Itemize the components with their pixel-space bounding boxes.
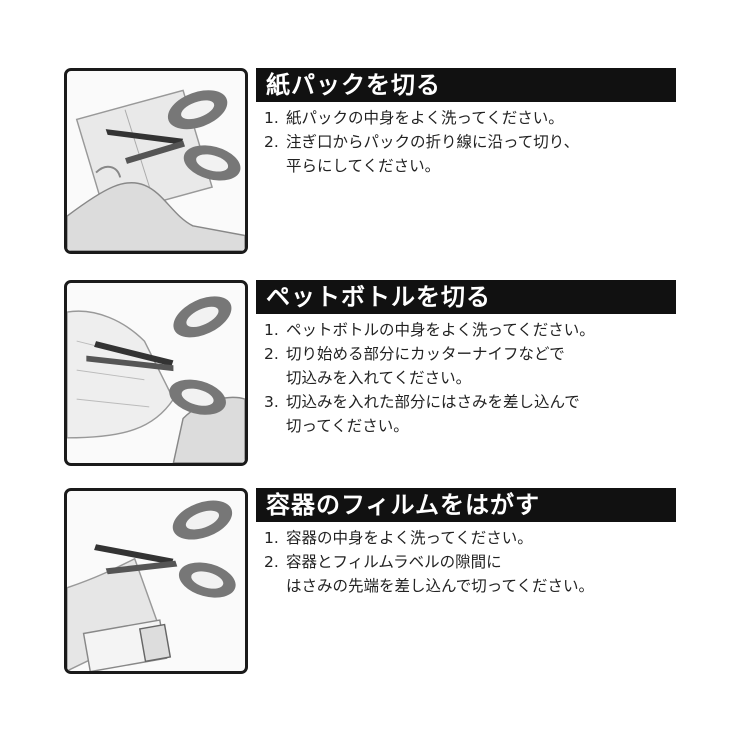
section-title: 容器のフィルムをはがす (256, 488, 676, 522)
section-title: 紙パックを切る (256, 68, 676, 102)
step-item: 1. 紙パックの中身をよく洗ってください。 (264, 106, 579, 130)
step-number: 1. (264, 529, 279, 547)
step-text: 容器の中身をよく洗ってください。 (286, 529, 533, 547)
step-number: 3. (264, 393, 279, 411)
step-text: 切り始める部分にカッターナイフなどで 切込みを入れてください。 (286, 345, 565, 387)
step-list: 1. ペットボトルの中身をよく洗ってください。 2. 切り始める部分にカッターナイフ… (264, 318, 595, 438)
step-text: 注ぎ口からパックの折り線に沿って切り、 平らにしてください。 (286, 133, 580, 175)
illustration-container-film (64, 488, 248, 674)
step-item: 3. 切込みを入れた部分にはさみを差し込んで 切ってください。 (264, 390, 595, 438)
step-number: 1. (264, 109, 279, 127)
step-item: 1. 容器の中身をよく洗ってください。 (264, 526, 594, 550)
step-item: 2. 容器とフィルムラベルの隙間に はさみの先端を差し込んで切ってください。 (264, 550, 594, 598)
step-item: 1. ペットボトルの中身をよく洗ってください。 (264, 318, 595, 342)
step-text: ペットボトルの中身をよく洗ってください。 (286, 321, 595, 339)
scissors-bottle-film-icon (67, 500, 236, 671)
section-title: ペットボトルを切る (256, 280, 676, 314)
illustration-paper-carton (64, 68, 248, 254)
step-number: 2. (264, 553, 279, 571)
step-number: 1. (264, 321, 279, 339)
step-item: 2. 注ぎ口からパックの折り線に沿って切り、 平らにしてください。 (264, 130, 579, 178)
step-text: 切込みを入れた部分にはさみを差し込んで 切ってください。 (286, 393, 580, 435)
step-number: 2. (264, 133, 279, 151)
step-number: 2. (264, 345, 279, 363)
step-text: 容器とフィルムラベルの隙間に はさみの先端を差し込んで切ってください。 (286, 553, 594, 595)
step-list: 1. 紙パックの中身をよく洗ってください。 2. 注ぎ口からパックの折り線に沿って切… (264, 106, 579, 178)
scissors-paper-carton-icon (67, 89, 245, 251)
step-text: 紙パックの中身をよく洗ってください。 (286, 109, 564, 127)
step-list: 1. 容器の中身をよく洗ってください。 2. 容器とフィルムラベルの隙間に はさみの… (264, 526, 594, 598)
step-item: 2. 切り始める部分にカッターナイフなどで 切込みを入れてください。 (264, 342, 595, 390)
scissors-pet-bottle-icon (67, 296, 245, 463)
illustration-pet-bottle (64, 280, 248, 466)
